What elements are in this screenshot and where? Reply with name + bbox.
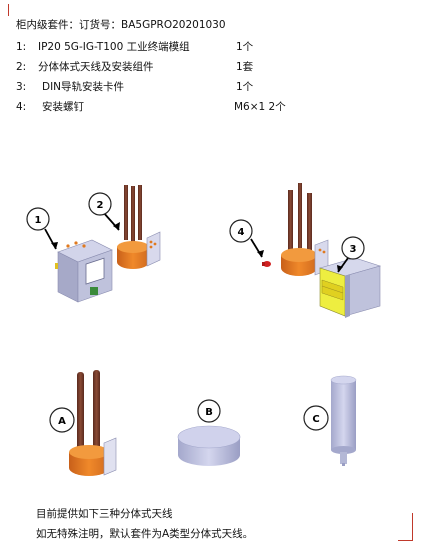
callout-arrowheads [51,222,343,272]
item-2-num: 2: [16,61,27,73]
item-2-name: 分体体式天线及安装组件 [38,61,154,73]
crop-mark-bottom-right-h [398,540,413,541]
callout-1: 1 [35,215,42,226]
antenna-type-a-illustration [69,370,117,476]
item-1-num: 1: [16,41,27,53]
footer-line-2: 如无特殊注明，默认套件为A类型分体式天线。 [36,528,254,540]
callout-4: 4 [238,227,245,238]
item-4-num: 4: [16,101,27,113]
footer-line-1: 目前提供如下三种分体式天线 [36,508,173,520]
crop-mark-bottom-right [412,513,413,540]
antenna-2-illustration [117,185,161,269]
antenna-type-b-illustration [177,425,241,466]
item-4-qty: M6×1 2个 [234,101,286,113]
item-4-name: 安装螺钉 [42,101,84,113]
antenna-4-illustration [262,183,329,276]
callout-c: C [312,414,319,425]
kit-title: 柜内级套件：订货号：BA5GPRO20201030 [16,19,226,31]
callout-a: A [58,416,66,427]
din-rail-clip-illustration [318,257,382,318]
callout-3: 3 [350,244,357,255]
antenna-type-c-illustration [330,375,357,466]
item-3-qty: 1个 [236,81,254,93]
terminal-module-illustration [55,239,113,303]
item-3-num: 3: [16,81,27,93]
callout-circles [26,192,365,433]
item-2-qty: 1套 [236,61,254,73]
callout-b: B [205,407,213,418]
item-1-name: IP20 5G-IG-T100 工业终端模组 [38,41,190,53]
callout-2: 2 [97,200,104,211]
item-3-name: DIN导轨安装卡件 [42,81,125,93]
item-1-qty: 1个 [236,41,254,53]
crop-mark-top-left [8,4,9,16]
